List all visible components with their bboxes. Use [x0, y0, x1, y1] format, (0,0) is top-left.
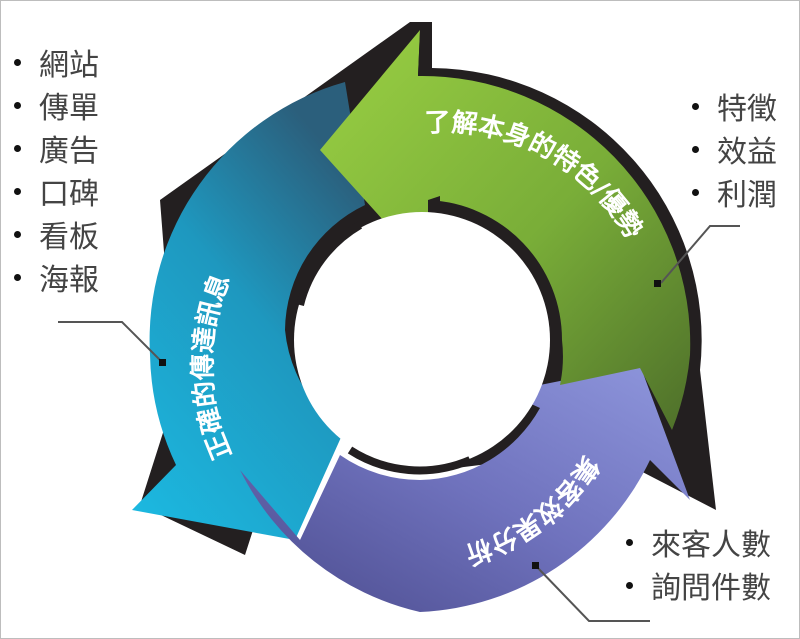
list-item: 海報	[14, 259, 99, 302]
list-item: 廣告	[14, 130, 99, 173]
bullet-icon	[692, 146, 699, 153]
bullet-icon	[14, 145, 21, 152]
bullet-icon	[626, 582, 633, 589]
list-item: 網站	[14, 44, 99, 87]
bullet-icon	[14, 188, 21, 195]
list-item: 詢問件數	[626, 567, 771, 610]
bullet-icon	[14, 59, 21, 66]
bullet-icon	[692, 189, 699, 196]
callout-bottom	[532, 562, 650, 622]
list-item: 效益	[692, 131, 777, 174]
bullet-icon	[14, 274, 21, 281]
callout-right	[654, 225, 740, 287]
list-item: 利潤	[692, 174, 777, 217]
channel-list: 網站 傳單 廣告 口碑 看板 海報	[14, 44, 99, 302]
list-item: 口碑	[14, 173, 99, 216]
metrics-list: 來客人數 詢問件數	[626, 524, 771, 610]
center-hole	[294, 212, 550, 468]
segment-analysis	[240, 365, 690, 612]
bullet-icon	[626, 539, 633, 546]
bullet-icon	[14, 231, 21, 238]
callout-left	[58, 321, 166, 366]
segment-message	[132, 82, 365, 540]
bullet-icon	[692, 103, 699, 110]
list-item: 來客人數	[626, 524, 771, 567]
list-item: 看板	[14, 216, 99, 259]
feature-list: 特徵 效益 利潤	[692, 88, 777, 217]
inner-shadow-arc-bottom	[347, 446, 472, 475]
bullet-icon	[14, 102, 21, 109]
list-item: 傳單	[14, 87, 99, 130]
inner-shadow-arc	[296, 221, 363, 307]
list-item: 特徵	[692, 88, 777, 131]
